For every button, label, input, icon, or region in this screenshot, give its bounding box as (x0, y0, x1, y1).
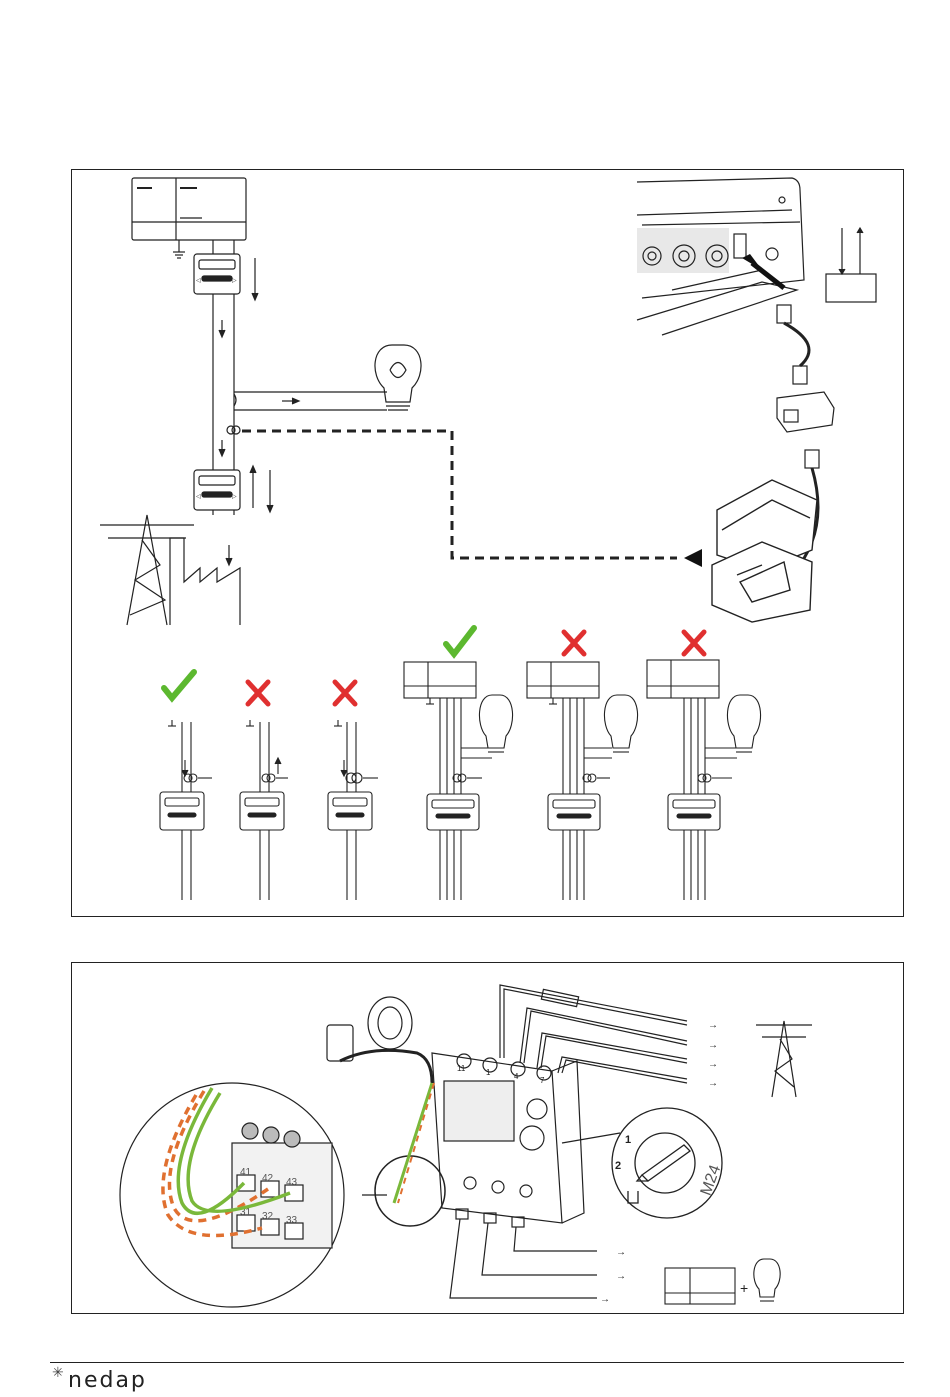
meter-wiring-panel: 41 42 43 31 32 33 11 1 4 (71, 962, 904, 1314)
svg-text:◁: ◁ (196, 278, 201, 284)
svg-text:→: → (708, 1078, 718, 1089)
current-transformer-clamp-icon (712, 480, 817, 622)
light-bulb-small-icon (754, 1259, 780, 1301)
scenario-three-phase-correct (404, 662, 513, 900)
svg-text:◁: ◁ (196, 494, 201, 500)
svg-text:→: → (616, 1271, 626, 1282)
power-pylon-icon (100, 515, 194, 625)
cross-wrong-3-icon (564, 632, 584, 654)
scenario-single-phase-correct (160, 720, 212, 900)
terminal-33-label: 33 (286, 1215, 298, 1226)
plus-sign: + (740, 1280, 748, 1296)
energy-meter-top-icon: ◁ ▷ (194, 254, 240, 294)
selector-position-1: 1 (625, 1134, 631, 1146)
mode-selector-dial-icon (562, 1108, 722, 1218)
footer-rule (50, 1362, 904, 1363)
ct-signal-dashed-path (242, 431, 677, 558)
scenario-three-phase-wrong-a (527, 662, 638, 900)
top-terminal-4-label: 4 (514, 1072, 519, 1081)
top-terminal-11-label: 11 (457, 1064, 466, 1073)
top-terminal-1-label: 1 (486, 1068, 491, 1077)
cross-wrong-2-icon (335, 682, 355, 704)
svg-text:▷: ▷ (232, 494, 237, 500)
load-wires (450, 1219, 597, 1298)
terminal-42-label: 42 (262, 1173, 274, 1184)
check-correct-1-icon (164, 672, 194, 698)
svg-text:→: → (600, 1294, 610, 1305)
terminal-41-label: 41 (240, 1167, 252, 1178)
cross-wrong-1-icon (248, 682, 268, 704)
brand-star-icon: ✳ (52, 1364, 64, 1381)
external-device-box-icon (826, 228, 876, 302)
direction-arrows: → → → → (708, 1020, 718, 1089)
inverter-communication-port-closeup (637, 178, 804, 335)
check-correct-2-icon (446, 628, 474, 654)
svg-text:→: → (708, 1059, 718, 1070)
ground-symbol-icon (173, 240, 185, 258)
cross-wrong-4-icon (684, 632, 704, 654)
scenario-single-phase-both-conductors (328, 720, 378, 900)
energy-meter-grid-icon: ◁ ▷ (194, 470, 240, 510)
selector-position-2: 2 (615, 1160, 621, 1172)
energy-meter-din-icon (375, 1053, 584, 1227)
ct-installation-diagram-panel: ◁ ▷ (71, 169, 904, 917)
terminal-32-label: 32 (262, 1211, 274, 1222)
load-direction-arrows: → → → (600, 1247, 626, 1305)
svg-text:→: → (708, 1020, 718, 1031)
arrow-to-ct-icon (684, 549, 702, 567)
inverter-small-icon (665, 1268, 735, 1304)
inverter-icon (132, 178, 246, 240)
svg-text:→: → (708, 1040, 718, 1051)
svg-text:→: → (616, 1247, 626, 1258)
light-bulb-icon (375, 345, 421, 410)
scenario-single-phase-reversed (240, 720, 288, 900)
meter-wiring-diagram: 41 42 43 31 32 33 11 1 4 (72, 963, 905, 1315)
ct-installation-diagram: ◁ ▷ (72, 170, 905, 918)
scenario-three-phase-wrong-b (647, 660, 761, 900)
svg-text:▷: ▷ (232, 278, 237, 284)
brand-wordmark: nedap (68, 1368, 147, 1393)
terminal-43-label: 43 (286, 1177, 298, 1188)
top-terminal-7-label: 7 (540, 1076, 545, 1085)
power-pylon-small-icon (756, 1021, 812, 1097)
